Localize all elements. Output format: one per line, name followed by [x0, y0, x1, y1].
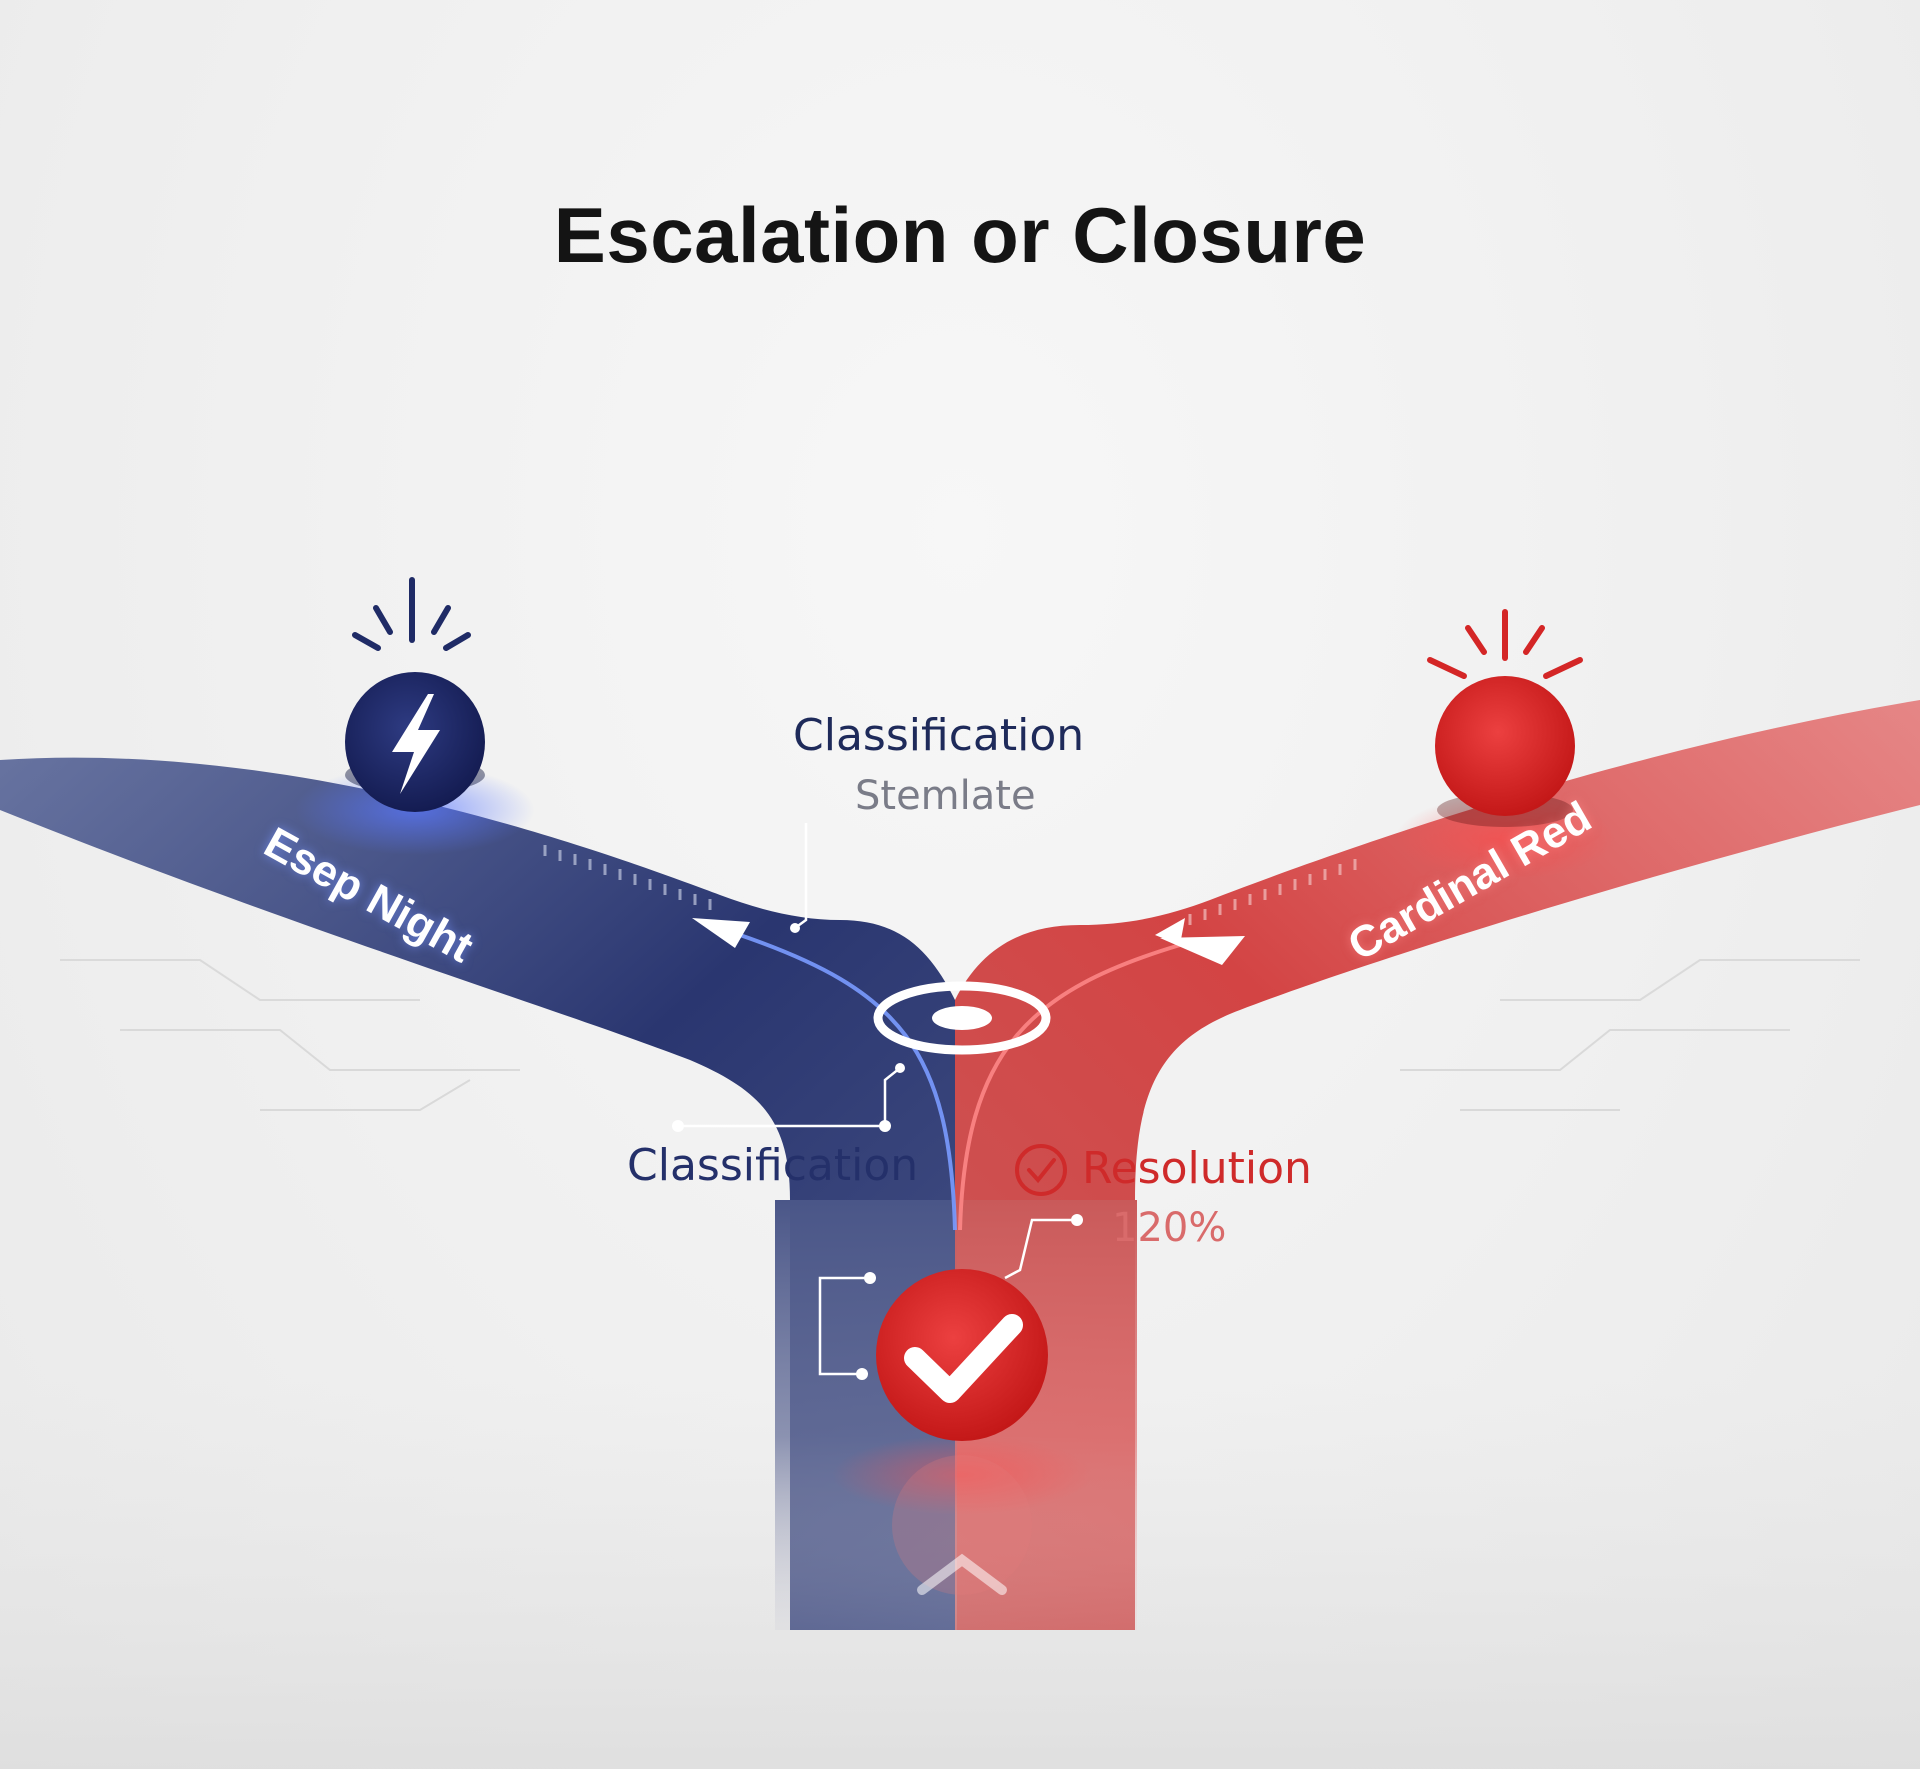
- page-title: Escalation or Closure: [553, 191, 1367, 279]
- right-glow-edge: [958, 943, 1181, 1231]
- middle-classification-label: Classification: [627, 1140, 919, 1191]
- right-branch-road: [955, 700, 1920, 1630]
- check-circle-icon: [1015, 1144, 1067, 1196]
- left-alert-rays: [352, 577, 471, 651]
- left-branch-road: [0, 757, 955, 1630]
- arrow-right-head-icon: [1160, 936, 1245, 965]
- alert-light-icon: [1435, 676, 1575, 816]
- resolution-value: 120%: [1112, 1205, 1227, 1251]
- target-icon: [873, 981, 1051, 1055]
- alert-light-node: [1395, 676, 1615, 880]
- right-tick-marks: [1188, 859, 1357, 925]
- top-classification-label: Classification: [793, 710, 1085, 761]
- left-tick-marks: [543, 845, 712, 910]
- top-classification-sublabel: Stemlate: [855, 773, 1036, 819]
- circuit-traces: [60, 959, 1860, 1111]
- lightning-bolt-node: [295, 672, 535, 855]
- resolution-label: Resolution: [1082, 1143, 1312, 1194]
- lightning-bolt-icon: [392, 694, 440, 794]
- right-alert-rays: [1427, 609, 1583, 679]
- arrow-left-icon: [692, 918, 750, 948]
- checkmark-icon: [904, 1314, 1023, 1403]
- left-glow-edge: [739, 933, 957, 1231]
- leader-dots: [672, 923, 1083, 1380]
- checkmark-node: [832, 1269, 1092, 1595]
